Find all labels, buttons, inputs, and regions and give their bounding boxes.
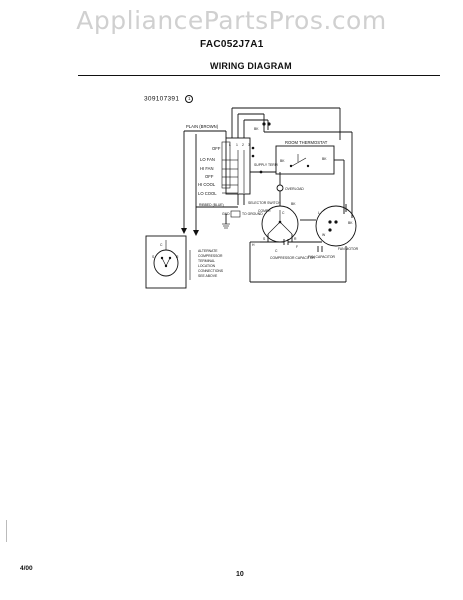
inset-note-5: CONNECTIONS xyxy=(198,269,224,273)
overload-label: OVERLOAD xyxy=(285,187,304,191)
ribbed-label: RIBBED (BLUE) xyxy=(199,203,224,207)
hi-fan-label: HI FAN xyxy=(200,166,214,171)
part-number: 309107391 xyxy=(144,95,180,103)
inset-note-4: LOCATION xyxy=(198,264,216,268)
contact-3-label: 3 xyxy=(248,143,250,147)
contact-1-label: 1 xyxy=(236,143,238,147)
wire-c2-label: C xyxy=(275,249,278,253)
contact-l-label: L xyxy=(229,143,231,147)
overload: OVERLOAD xyxy=(276,172,304,206)
wire-r-label: R xyxy=(294,237,297,241)
inset-wire-r: R xyxy=(176,255,179,259)
page-number: 10 xyxy=(236,571,244,578)
supply-terminal: SUPPLY TERM xyxy=(250,163,278,174)
part-number-line: 309107391 1 xyxy=(144,95,194,103)
compressor: COMPR C S R BK xyxy=(258,202,299,243)
footer-date: 4/00 xyxy=(20,565,33,572)
wire-w-label: W xyxy=(322,233,326,237)
power-cord: PLAIN (BROWN) xyxy=(181,124,227,236)
capacitors: H C F COMPRESSOR CAPACITOR FAN CAPACITOR xyxy=(249,234,347,283)
revision-mark: 1 xyxy=(185,95,194,103)
selector-switch-block: OFF LO FAN HI FAN OFF HI COOL LO COOL L … xyxy=(198,137,255,196)
section-title: WIRING DIAGRAM xyxy=(210,61,292,71)
lo-fan-label: LO FAN xyxy=(200,157,215,162)
wire-bk-compr: BK xyxy=(291,202,296,206)
margin-rule xyxy=(6,520,7,542)
wire-s-label: S xyxy=(263,237,266,241)
ground-note: TO GROUND xyxy=(242,212,263,216)
inset-note-1: ALTERNATE xyxy=(198,249,218,253)
contact-2-label: 2 xyxy=(242,143,244,147)
compr-label: COMPR xyxy=(258,209,271,213)
fan-motor: BK FAN MOTOR L W xyxy=(300,204,359,251)
inset-notes: ALTERNATE COMPRESSOR TERMINAL LOCATION C… xyxy=(189,249,224,280)
hi-cool-label: HI COOL xyxy=(198,182,216,187)
wire-bk-therm: BK xyxy=(280,159,285,163)
lo-cool-label: LO COOL xyxy=(198,191,217,196)
room-thermostat: ROOM THERMOSTAT BK BK xyxy=(275,140,345,214)
fan-motor-label: FAN MOTOR xyxy=(338,247,359,251)
room-thermostat-label: ROOM THERMOSTAT xyxy=(285,140,328,145)
model-number: FAC052J7A1 xyxy=(200,39,264,50)
wire-c-label: C xyxy=(282,211,285,215)
wire-f-label: F xyxy=(296,245,298,249)
wire-bk-top: BK xyxy=(254,127,259,131)
wire-l-label: L xyxy=(318,211,320,215)
title-rule xyxy=(78,75,440,76)
lower-switch: RIBBED (BLUE) SELECTOR SWITCH GND TO GRO… xyxy=(196,194,281,229)
fan-capacitor-label: FAN CAPACITOR xyxy=(308,255,336,259)
supply-terminal-label: SUPPLY TERM xyxy=(254,163,278,167)
wire-bk-fan: BK xyxy=(348,221,353,225)
wire-h-label: H xyxy=(252,243,255,247)
top-harness: BK xyxy=(231,107,353,218)
compressor-capacitor-label: COMPRESSOR CAPACITOR xyxy=(270,256,315,260)
off-label: OFF xyxy=(205,174,214,179)
off-switch-label: OFF xyxy=(212,146,221,151)
wire-bk-therm-right: BK xyxy=(322,157,327,161)
inset-wire-s: S xyxy=(152,255,155,259)
selector-switch-label: SELECTOR SWITCH xyxy=(248,201,281,205)
inset-wire-c: C xyxy=(160,243,163,247)
inset-note-2: COMPRESSOR xyxy=(198,254,223,258)
inset-alt-compressor: C S R xyxy=(145,235,187,289)
watermark: AppliancePartsPros.com xyxy=(76,6,387,35)
inset-note-3: TERMINAL xyxy=(198,259,215,263)
inset-note-6: SEE ABOVE xyxy=(198,274,218,278)
plain-label: PLAIN (BROWN) xyxy=(186,124,219,129)
